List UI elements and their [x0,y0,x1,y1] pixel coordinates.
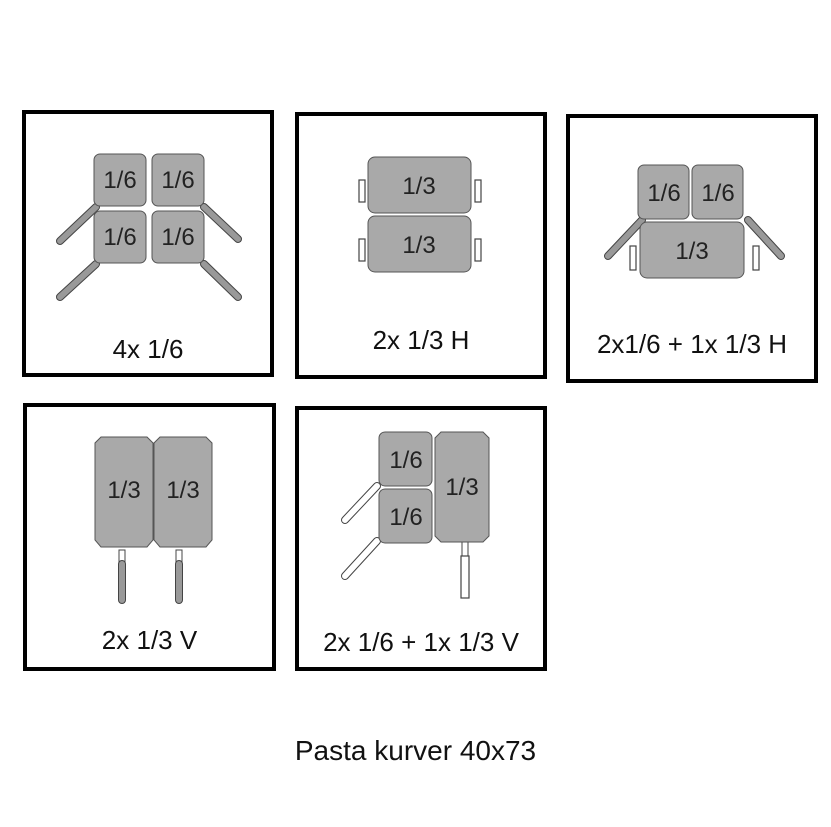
svg-text:1/6: 1/6 [701,180,734,207]
svg-text:1/6: 1/6 [389,504,422,531]
basket-1-3: 1/3 [153,436,213,548]
basket-1-3: 1/3 [367,215,472,273]
basket-1-3: 1/3 [367,156,472,214]
svg-text:1/6: 1/6 [161,167,194,194]
basket-1-6: 1/6 [151,153,205,207]
svg-text:1/3: 1/3 [675,238,708,265]
handle-icon [604,216,785,271]
basket-1-3: 1/3 [639,221,745,279]
panel-caption: 2x 1/3 H [372,325,470,355]
footer-title: Pasta kurver 40x73 [294,735,537,766]
basket-diagram-2x-1-3-h: 1/3 1/3 [358,156,482,273]
basket-1-6: 1/6 [691,164,744,220]
svg-text:1/3: 1/3 [166,477,199,504]
basket-1-6: 1/6 [378,431,433,487]
basket-1-3: 1/3 [434,431,490,543]
basket-1-3: 1/3 [94,436,154,548]
basket-1-6: 1/6 [378,488,433,544]
svg-text:1/6: 1/6 [389,447,422,474]
basket-1-6: 1/6 [93,210,147,264]
panel-2x-1-6-1x-1-3-v: 1/6 1/6 1/3 2x 1/6 + 1x 1/3 V [295,406,547,671]
panel-2x-1-6-1x-1-3-h: 1/6 1/6 1/3 2x1/6 + 1x 1/3 H [566,114,818,383]
panel-4x-1-6: 1/6 1/6 1/6 1/6 4x 1/6 [22,110,274,377]
panel-caption: 2x 1/6 + 1x 1/3 V [323,627,519,657]
basket-1-6: 1/6 [637,164,690,220]
basket-1-6: 1/6 [151,210,205,264]
handle-icon [358,179,482,262]
basket-1-6: 1/6 [93,153,147,207]
svg-text:1/3: 1/3 [402,232,435,259]
svg-text:1/6: 1/6 [103,167,136,194]
svg-text:1/3: 1/3 [402,173,435,200]
panel-caption: 2x1/6 + 1x 1/3 H [596,329,788,359]
svg-text:1/3: 1/3 [107,477,140,504]
basket-diagram-2x-1-3-v: 1/3 1/3 [94,436,213,604]
panel-2x-1-3-v: 1/3 1/3 2x 1/3 V [23,403,276,671]
svg-text:1/6: 1/6 [647,180,680,207]
basket-diagram-2x-1-6-1x-1-3-h: 1/6 1/6 1/3 [604,164,785,279]
svg-text:1/6: 1/6 [161,224,194,251]
svg-text:1/6: 1/6 [103,224,136,251]
handle-icon [118,549,183,604]
panel-caption: 4x 1/6 [112,334,184,364]
handle-icon [341,482,470,599]
basket-diagram-4x-1-6: 1/6 1/6 1/6 1/6 [56,153,242,301]
panel-caption: 2x 1/3 V [101,625,198,655]
panel-2x-1-3-h: 1/3 1/3 2x 1/3 H [295,112,547,379]
svg-text:1/3: 1/3 [445,474,478,501]
handle-icon [56,203,242,301]
basket-diagram-2x-1-6-1x-1-3-v: 1/6 1/6 1/3 [341,431,490,599]
